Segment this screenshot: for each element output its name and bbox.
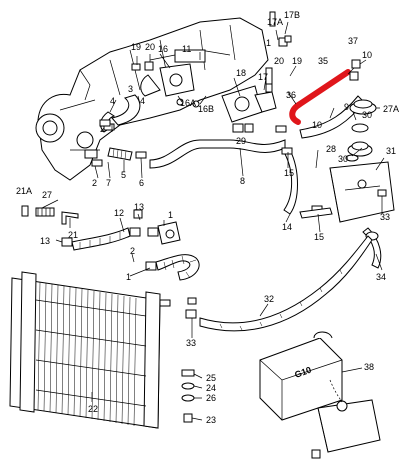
callout-21a: 21A — [16, 186, 32, 196]
callout-20b: 20 — [274, 56, 284, 66]
callout-1b: 1 — [168, 210, 173, 220]
callout-13b: 13 — [134, 202, 144, 212]
spring-27 — [21, 205, 55, 217]
part-21 — [61, 211, 79, 225]
callout-32: 32 — [264, 294, 274, 304]
callout-19a: 19 — [131, 42, 141, 52]
callout-18: 18 — [236, 68, 246, 78]
hose-35-highlighted — [289, 69, 351, 125]
callout-17a: 17A — [267, 17, 283, 27]
callout-31: 31 — [386, 146, 396, 156]
callout-29: 29 — [236, 136, 246, 146]
callout-7: 7 — [106, 178, 111, 188]
callout-24: 24 — [206, 383, 216, 393]
callout-1c: 1 — [126, 272, 131, 282]
callout-28: 28 — [326, 144, 336, 154]
callout-3: 3 — [128, 84, 133, 94]
callout-11: 11 — [182, 44, 191, 54]
callout-1: 1 — [266, 38, 271, 48]
callout-25: 25 — [206, 373, 216, 383]
callout-2b: 2 — [92, 178, 97, 188]
callout-15a: 15 — [284, 168, 294, 178]
callout-16b: 16B — [198, 104, 214, 114]
callout-2a: 2 — [100, 124, 105, 134]
callout-13a: 13 — [40, 236, 50, 246]
callout-26: 26 — [206, 393, 216, 403]
callout-20a: 20 — [145, 42, 155, 52]
clamps-1-2-7 — [84, 119, 111, 167]
callout-10b: 10 — [312, 120, 322, 130]
callout-8: 8 — [240, 176, 245, 186]
callout-labels: 19 20 16 11 16A 16B 18 17 17A 17B 1 20 1… — [16, 10, 399, 425]
callout-17b: 17B — [284, 10, 300, 20]
callout-12: 12 — [114, 208, 124, 218]
hose-5 — [107, 147, 133, 161]
coolant-canister-38 — [259, 331, 343, 421]
callout-38: 38 — [364, 362, 374, 372]
callout-16a: 16A — [180, 98, 196, 108]
clamp-33-radiator — [185, 297, 197, 319]
callout-27a: 27A — [383, 104, 399, 114]
leader-lines — [41, 21, 385, 421]
callout-22: 22 — [88, 404, 98, 414]
callout-19b: 19 — [292, 56, 302, 66]
callout-33a: 33 — [380, 212, 390, 222]
callout-35: 35 — [318, 56, 328, 66]
callout-4b: 4 — [140, 96, 145, 106]
cap-30-upper — [351, 123, 369, 133]
callout-16: 16 — [158, 44, 168, 54]
clamp-10 — [275, 59, 361, 133]
clamp-6 — [135, 151, 147, 159]
small-fasteners — [131, 11, 292, 108]
filler-cap-27A — [349, 99, 377, 115]
radiator — [9, 271, 171, 429]
tank-cap — [345, 141, 373, 162]
elbow-fitting-11 — [157, 221, 181, 245]
hose-12 — [71, 227, 131, 251]
callout-9: 9 — [344, 102, 349, 112]
callout-4a: 4 — [110, 96, 115, 106]
expansion-bottle — [311, 379, 381, 459]
callout-14: 14 — [282, 222, 292, 232]
callout-23: 23 — [206, 415, 216, 425]
thermostat-housing — [140, 63, 195, 97]
callout-15b: 15 — [314, 232, 324, 242]
callout-30a: 30 — [362, 110, 372, 120]
drain-plug-assembly — [181, 369, 195, 423]
callout-34: 34 — [376, 272, 386, 282]
callout-21: 21 — [68, 230, 78, 240]
callout-17: 17 — [258, 72, 268, 82]
clamp-29 — [232, 123, 254, 133]
callout-5: 5 — [121, 170, 126, 180]
water-pump-flange — [221, 67, 277, 123]
callout-30b: 30 — [338, 154, 348, 164]
hose-14 — [283, 149, 298, 215]
callout-33b: 33 — [186, 338, 196, 348]
clamp-15 — [281, 147, 333, 219]
hose-2-lower — [145, 254, 200, 281]
callout-36: 36 — [286, 90, 296, 100]
callout-37: 37 — [348, 36, 358, 46]
callout-27: 27 — [42, 190, 52, 200]
expansion-tank — [329, 161, 395, 223]
hose-32 — [199, 235, 373, 332]
callout-2c: 2 — [130, 246, 135, 256]
callout-6: 6 — [139, 178, 144, 188]
callout-10a: 10 — [362, 50, 372, 60]
hose-8 — [149, 139, 286, 169]
